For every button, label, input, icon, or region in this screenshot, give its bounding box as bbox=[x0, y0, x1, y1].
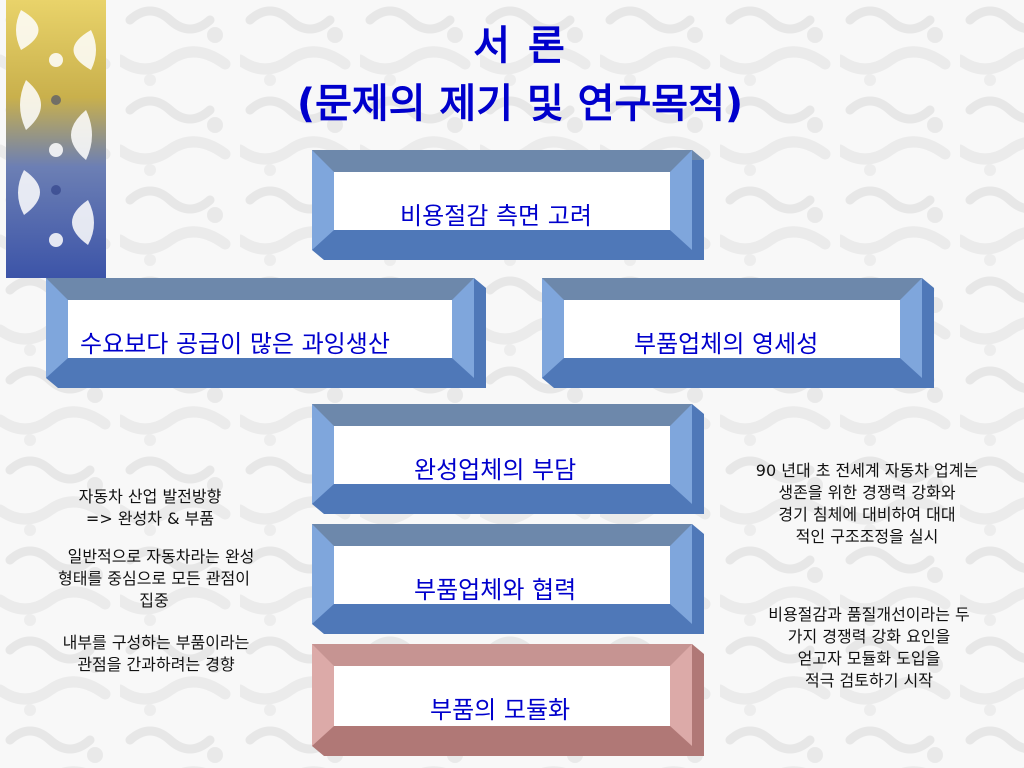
box-frame bbox=[46, 278, 486, 388]
box-frame bbox=[312, 524, 704, 634]
box-label: 부품의 모듈화 bbox=[430, 696, 571, 724]
box-label: 비용절감 측면 고려 bbox=[400, 202, 592, 230]
box-supplier-size: 부품업체의 영세성 bbox=[542, 278, 934, 388]
box-label: 수요보다 공급이 많은 과잉생산 bbox=[80, 330, 390, 358]
box-cost-reduction: 비용절감 측면 고려 bbox=[312, 150, 704, 260]
left-note-2: 일반적으로 자동차라는 완성 형태를 중심으로 모든 관점이 집중 bbox=[58, 547, 255, 610]
box-frame bbox=[312, 150, 704, 260]
slide-title: 서 론 bbox=[473, 23, 567, 69]
box-modularization: 부품의 모듈화 bbox=[312, 644, 704, 756]
box-oem-burden: 완성업체의 부담 bbox=[312, 404, 704, 514]
box-cooperation: 부품업체와 협력 bbox=[312, 524, 704, 634]
box-frame bbox=[312, 404, 704, 514]
slide-subtitle: (문제의 제기 및 연구목적) bbox=[296, 81, 744, 127]
right-note-1: 90 년대 초 전세계 자동차 업계는 생존을 위한 경쟁력 강화와 경기 침체… bbox=[755, 461, 979, 546]
right-note-2: 비용절감과 품질개선이라는 두 가지 경쟁력 강화 요인을 얻고자 모듈화 도입… bbox=[768, 605, 970, 690]
decorative-strip-image bbox=[6, 0, 106, 278]
box-overproduction: 수요보다 공급이 많은 과잉생산 bbox=[46, 278, 486, 388]
box-frame bbox=[542, 278, 934, 388]
left-note-1: 자동차 산업 발전방향 => 완성차 & 부품 bbox=[78, 487, 222, 528]
box-label: 부품업체와 협력 bbox=[414, 576, 577, 604]
box-label: 완성업체의 부담 bbox=[414, 456, 577, 484]
box-frame bbox=[312, 644, 704, 756]
box-label: 부품업체의 영세성 bbox=[634, 330, 819, 358]
left-note-3: 내부를 구성하는 부품이라는 관점을 간과하려는 경향 bbox=[62, 633, 250, 674]
